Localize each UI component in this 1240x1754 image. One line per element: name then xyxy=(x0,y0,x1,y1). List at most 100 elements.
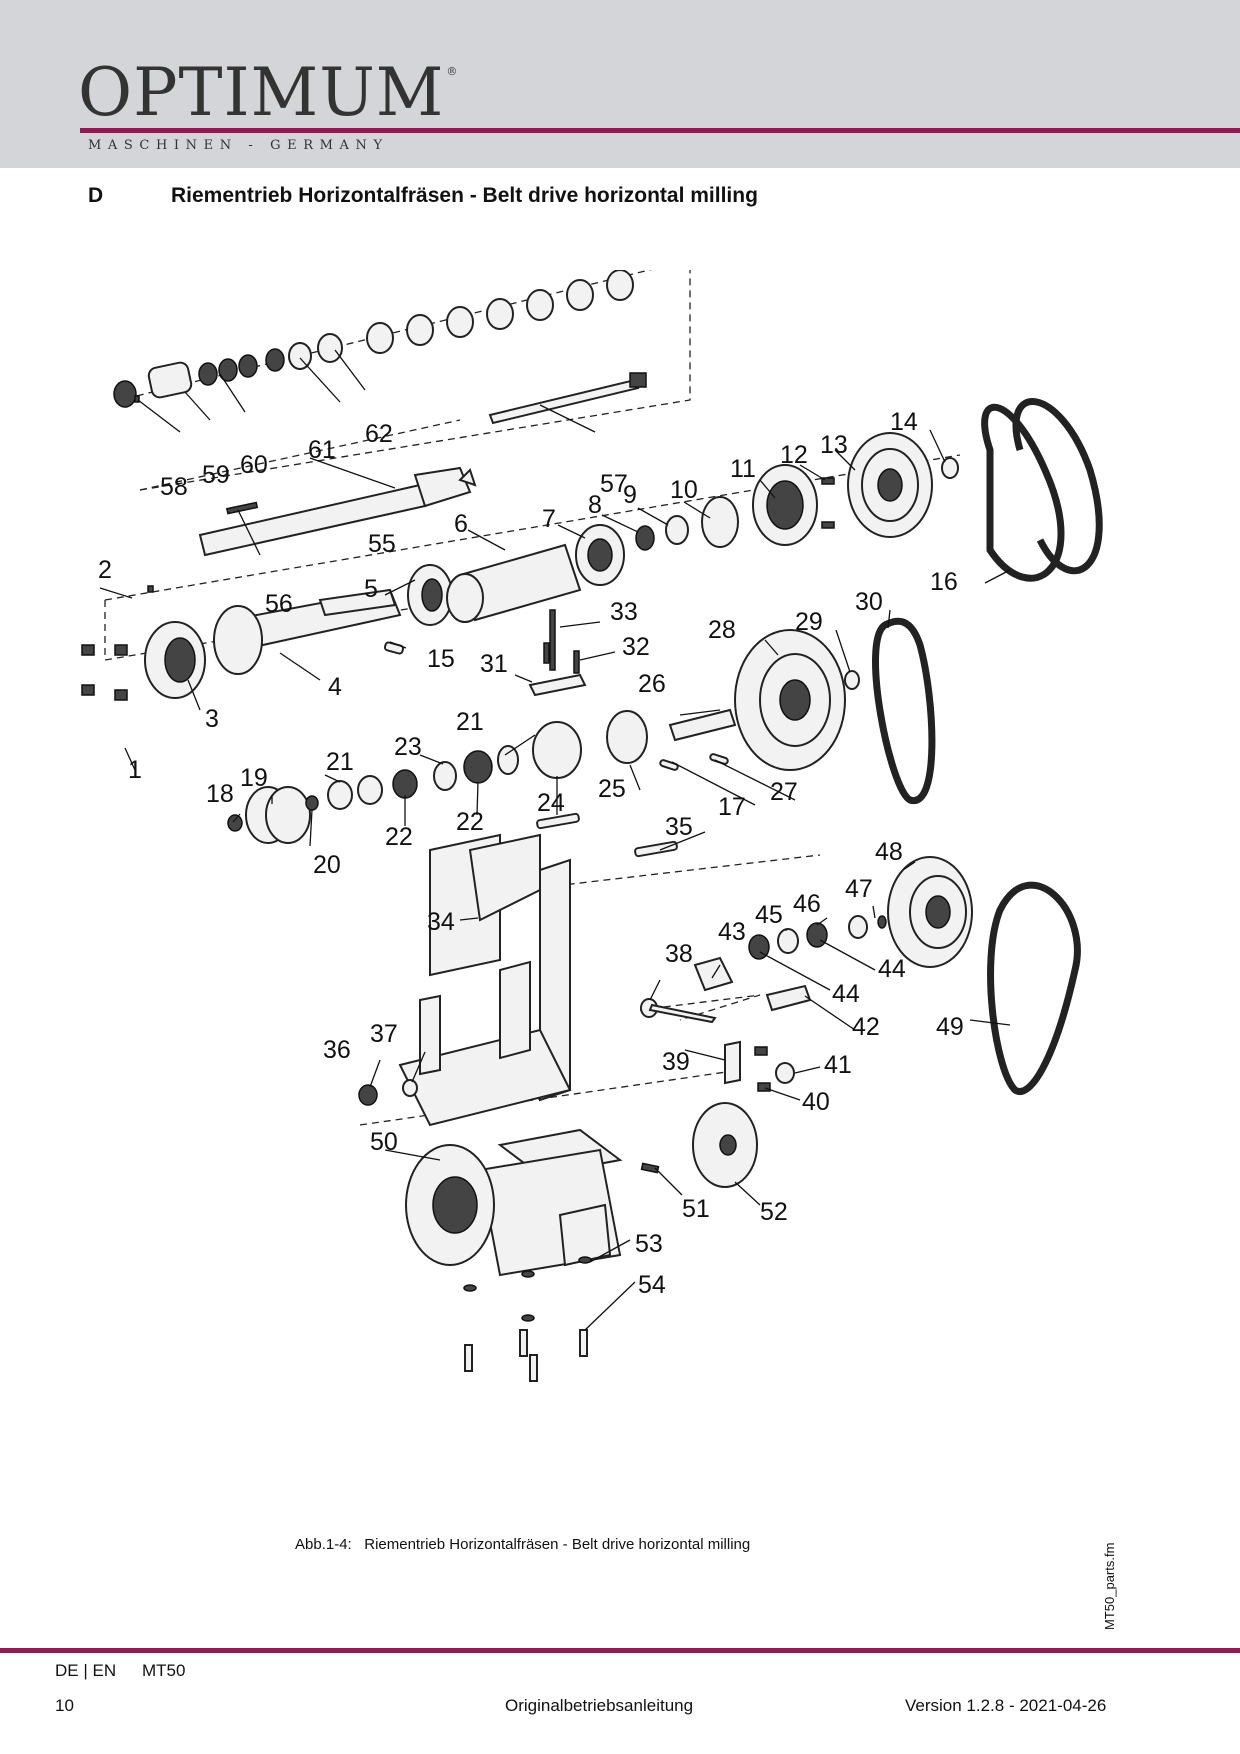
part-label-35: 35 xyxy=(665,813,693,841)
file-tag: MT50_parts.fm xyxy=(1102,1542,1117,1630)
figure-caption-label: Abb.1-4: xyxy=(295,1536,352,1553)
figure-caption: Abb.1-4: Riementrieb Horizontalfräsen - … xyxy=(295,1536,750,1553)
part-label-11: 11 xyxy=(730,455,756,483)
part-label-18: 18 xyxy=(206,780,234,808)
part-label-21b: 21 xyxy=(456,708,484,736)
registered-mark: ® xyxy=(446,65,459,78)
part-label-37: 37 xyxy=(370,1020,398,1048)
part-label-27: 27 xyxy=(770,778,798,806)
part-label-2: 2 xyxy=(98,556,112,584)
part-label-57: 57 xyxy=(600,470,628,498)
part-label-58: 58 xyxy=(160,473,188,501)
part-label-44a: 44 xyxy=(832,980,860,1008)
draw-bar xyxy=(488,372,647,425)
part-label-46: 46 xyxy=(793,890,821,918)
part-label-5: 5 xyxy=(364,575,378,603)
brand-logo: OPTIMUM® xyxy=(78,60,459,126)
section-title: Riementrieb Horizontalfräsen - Belt driv… xyxy=(171,184,758,207)
part-label-32: 32 xyxy=(622,633,650,661)
part-label-40: 40 xyxy=(802,1088,830,1116)
part-label-22b: 22 xyxy=(456,808,484,836)
header-rule xyxy=(80,128,1240,133)
motor-50 xyxy=(405,1128,623,1277)
part-label-13: 13 xyxy=(820,431,848,459)
countershaft xyxy=(668,629,846,771)
part-label-25: 25 xyxy=(598,775,626,803)
spacer-stack xyxy=(113,270,634,408)
footer-rule xyxy=(0,1648,1240,1653)
part-label-55: 55 xyxy=(368,530,396,558)
part-label-39: 39 xyxy=(662,1048,690,1076)
part-label-8: 8 xyxy=(588,491,602,519)
part-label-17: 17 xyxy=(718,793,746,821)
pulley-48 xyxy=(887,856,973,968)
part-label-21a: 21 xyxy=(326,748,354,776)
part-label-19: 19 xyxy=(240,764,268,792)
part-label-9: 9 xyxy=(623,481,637,509)
part-label-30: 30 xyxy=(855,588,883,616)
part-label-33: 33 xyxy=(610,598,638,626)
part-label-23: 23 xyxy=(394,733,422,761)
part-label-54: 54 xyxy=(638,1271,666,1299)
part-label-34: 34 xyxy=(427,908,455,936)
pulley-13 xyxy=(847,432,933,538)
footer-document-title: Originalbetriebsanleitung xyxy=(505,1696,694,1715)
brand-name: OPTIMUM xyxy=(78,54,445,131)
pulley-52 xyxy=(692,1102,758,1188)
part-label-51: 51 xyxy=(682,1195,710,1223)
bearing-5 xyxy=(407,564,453,626)
belt-49 xyxy=(987,881,1081,1095)
part-label-4: 4 xyxy=(328,673,342,701)
part-label-42: 42 xyxy=(852,1013,880,1041)
part-label-3: 3 xyxy=(205,705,219,733)
page-header: OPTIMUM® xyxy=(0,0,1240,168)
part-label-59: 59 xyxy=(202,461,230,489)
part-label-20: 20 xyxy=(313,851,341,879)
part-label-47: 47 xyxy=(845,875,873,903)
figure-caption-text: Riementrieb Horizontalfräsen - Belt driv… xyxy=(364,1536,751,1553)
bearing-7 xyxy=(575,524,625,586)
part-label-29: 29 xyxy=(795,608,823,636)
part-label-62: 62 xyxy=(365,420,393,448)
part-label-44b: 44 xyxy=(878,955,906,983)
part-label-10: 10 xyxy=(670,476,698,504)
part-label-48: 48 xyxy=(875,838,903,866)
footer-version: Version 1.2.8 - 2021-04-26 xyxy=(905,1696,1107,1715)
part-label-56: 56 xyxy=(265,590,293,618)
part-label-14: 14 xyxy=(890,408,918,436)
part-label-31: 31 xyxy=(480,650,508,678)
section-letter: D xyxy=(88,184,104,207)
part-label-36: 36 xyxy=(323,1036,351,1064)
sleeve-6 xyxy=(446,543,582,623)
part-label-6: 6 xyxy=(454,510,468,538)
part-label-50: 50 xyxy=(370,1128,398,1156)
part-label-53: 53 xyxy=(635,1230,663,1258)
part-label-15: 15 xyxy=(427,645,455,673)
part-number-labels: 1 2 3 4 5 6 7 8 9 10 11 12 13 14 15 16 1… xyxy=(98,408,964,1299)
motor-bracket xyxy=(398,833,572,1127)
exploded-parts-diagram: 1 2 3 4 5 6 7 8 9 10 11 12 13 14 15 16 1… xyxy=(81,270,1103,1382)
part-label-12: 12 xyxy=(780,441,808,469)
part-label-45: 45 xyxy=(755,901,783,929)
flange-11 xyxy=(752,464,818,546)
part-label-60: 60 xyxy=(240,451,268,479)
part-label-52: 52 xyxy=(760,1198,788,1226)
part-label-1: 1 xyxy=(128,756,142,784)
part-label-28: 28 xyxy=(708,616,736,644)
part-label-49: 49 xyxy=(936,1013,964,1041)
arbor-shaft xyxy=(198,466,477,557)
belt-30 xyxy=(872,617,936,804)
brand-tagline: MASCHINEN - GERMANY xyxy=(88,138,389,153)
part-label-38: 38 xyxy=(665,940,693,968)
footer-model: MT50 xyxy=(142,1661,186,1680)
part-label-41: 41 xyxy=(824,1051,852,1079)
part-label-26: 26 xyxy=(638,670,666,698)
main-spindle xyxy=(144,588,402,699)
page-number: 10 xyxy=(55,1696,74,1715)
part-label-61: 61 xyxy=(308,436,336,464)
part-label-24: 24 xyxy=(537,789,565,817)
part-label-16: 16 xyxy=(930,568,958,596)
belt-16 xyxy=(981,398,1103,582)
part-label-22a: 22 xyxy=(385,823,413,851)
leader-lines xyxy=(99,349,1011,1331)
